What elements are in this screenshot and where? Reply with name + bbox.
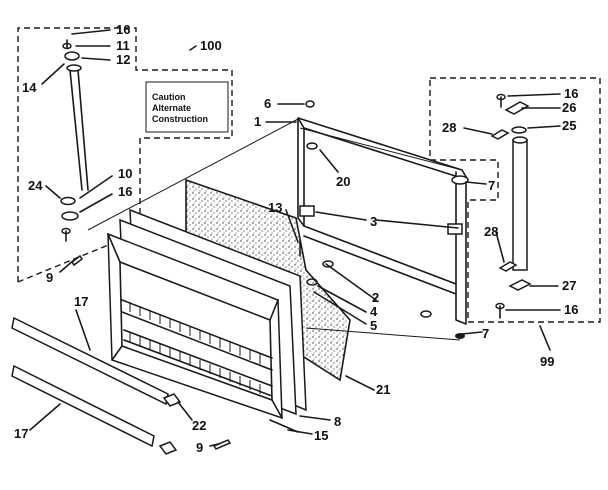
callout-17-lower: 17 <box>14 426 28 441</box>
caution-line-1: Caution <box>152 92 186 102</box>
callout-15: 15 <box>314 428 328 443</box>
callout-13: 13 <box>268 200 282 215</box>
callout-22: 22 <box>192 418 206 433</box>
right-hinge-rod <box>490 93 532 319</box>
callout-25: 25 <box>562 118 576 133</box>
callout-9-left: 9 <box>46 270 53 285</box>
callout-labels: 16 11 12 14 100 10 16 24 9 6 1 20 13 3 2… <box>14 22 578 455</box>
callout-14: 14 <box>22 80 37 95</box>
callout-100: 100 <box>200 38 222 53</box>
door-frame <box>297 100 469 339</box>
callout-28-upper: 28 <box>442 120 456 135</box>
callout-6: 6 <box>264 96 271 111</box>
callout-17-upper: 17 <box>74 294 88 309</box>
shelf-rails <box>11 316 182 455</box>
callout-1: 1 <box>254 114 261 129</box>
callout-11: 11 <box>116 38 130 53</box>
left-hinge-rod <box>60 39 89 242</box>
callout-16-left-mid: 16 <box>118 184 132 199</box>
caution-line-3: Construction <box>152 114 208 124</box>
caution-line-2: Alternate <box>152 103 191 113</box>
caution-note-box: Caution Alternate Construction <box>145 81 229 133</box>
group-99-outline <box>429 77 601 323</box>
leader-lines <box>29 29 561 447</box>
callout-9-bottom: 9 <box>196 440 203 455</box>
callout-26: 26 <box>562 100 576 115</box>
projection-lines <box>87 117 463 341</box>
callout-8: 8 <box>334 414 341 429</box>
callout-10: 10 <box>118 166 132 181</box>
callout-16-top-left: 16 <box>116 22 130 37</box>
fasteners <box>70 254 299 450</box>
door-shelves <box>121 299 273 397</box>
callout-12: 12 <box>116 52 130 67</box>
callout-99: 99 <box>540 354 554 369</box>
callout-7-lower: 7 <box>482 326 489 341</box>
callout-28-lower: 28 <box>484 224 498 239</box>
callout-5: 5 <box>370 318 377 333</box>
callout-2: 2 <box>372 290 379 305</box>
callout-24: 24 <box>28 178 43 193</box>
callout-27: 27 <box>562 278 576 293</box>
callout-4: 4 <box>370 304 378 319</box>
callout-20: 20 <box>336 174 350 189</box>
callout-3: 3 <box>370 214 377 229</box>
callout-7-upper: 7 <box>488 178 495 193</box>
door-body <box>107 208 307 420</box>
callout-16-top-right: 16 <box>564 86 578 101</box>
group-100-outline <box>17 27 233 283</box>
callout-21: 21 <box>376 382 390 397</box>
callout-16-bottom-right: 16 <box>564 302 578 317</box>
